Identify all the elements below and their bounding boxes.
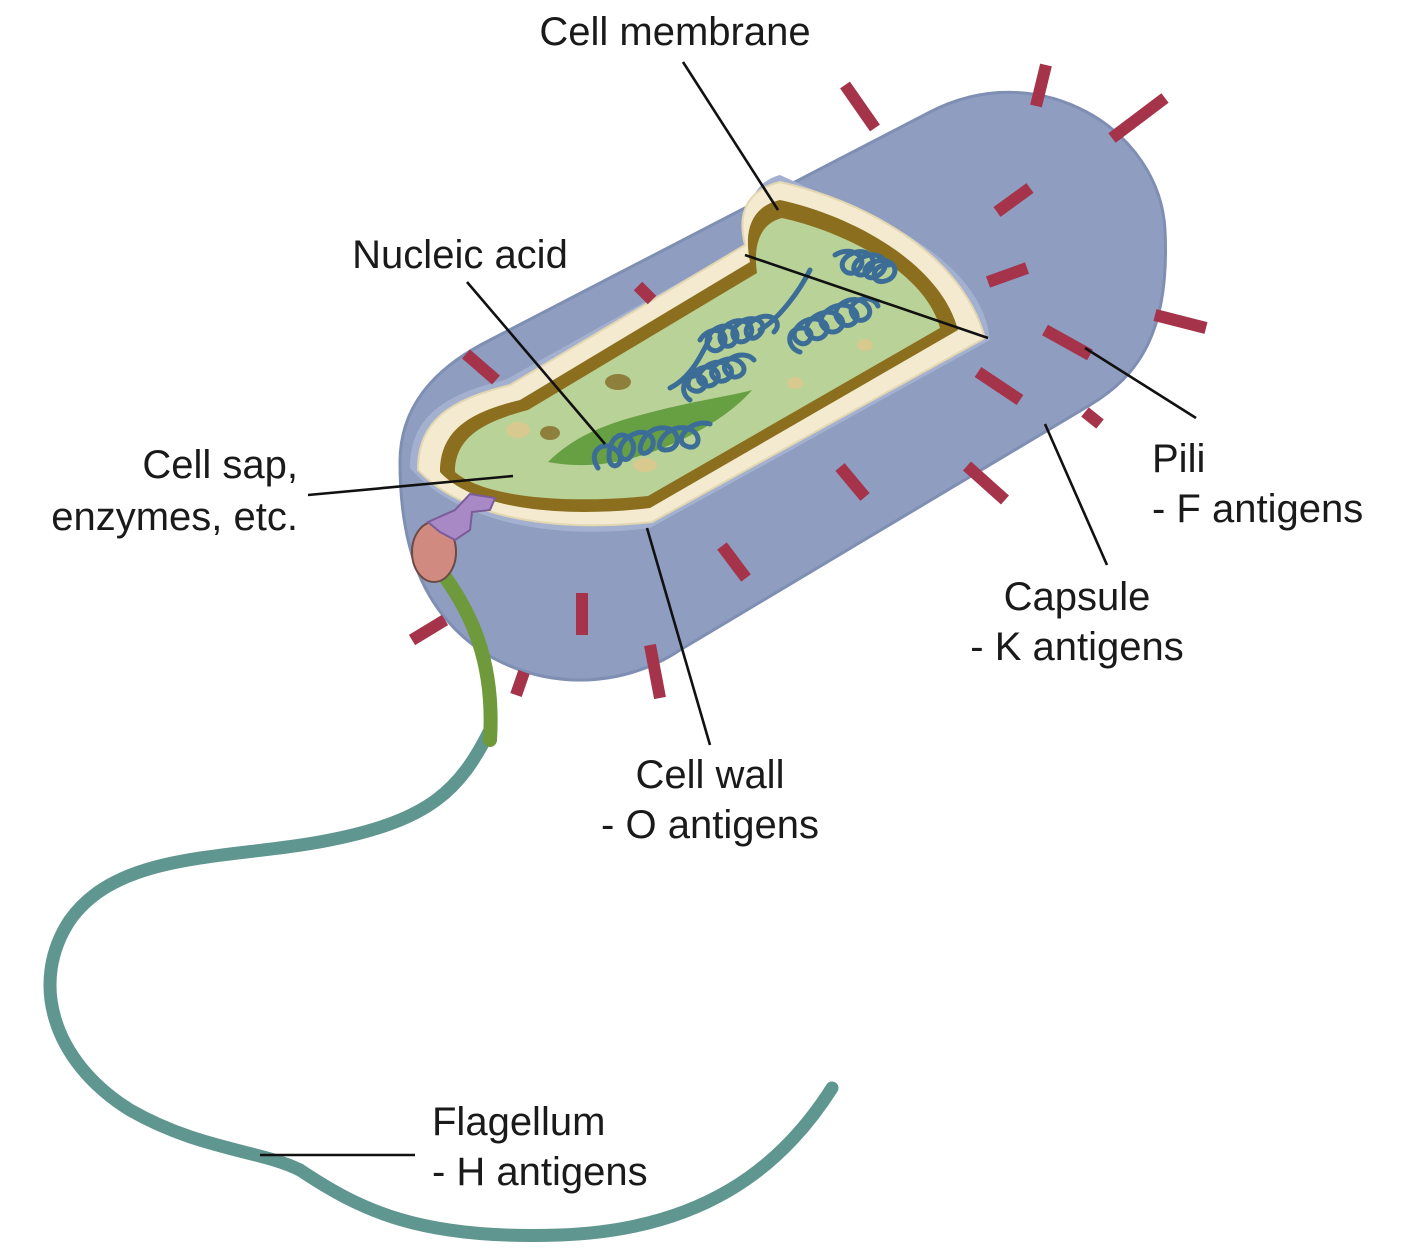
pilus [967, 466, 1005, 500]
label-cell-membrane: Cell membrane [539, 10, 810, 54]
pilus [1085, 412, 1100, 424]
leader-capsule [1045, 424, 1107, 565]
granule [506, 422, 530, 438]
label-cell-wall-line1: Cell wall [636, 753, 785, 797]
label-pili-line1: Pili [1152, 437, 1205, 481]
label-flagellum-line1: Flagellum [432, 1100, 605, 1144]
granule [633, 458, 657, 472]
label-pili-line2: - F antigens [1152, 487, 1363, 531]
pilus [1112, 98, 1165, 138]
label-capsule-line2: - K antigens [970, 625, 1183, 669]
pilus [412, 620, 445, 640]
granule [605, 374, 631, 390]
label-cell-sap-line2: enzymes, etc. [51, 495, 298, 539]
granule [857, 339, 873, 351]
leader-cell-membrane [683, 62, 778, 210]
label-nucleic-acid: Nucleic acid [352, 233, 568, 277]
label-capsule-line1: Capsule [1004, 575, 1151, 619]
label-cell-sap-line1: Cell sap, [142, 443, 298, 487]
label-flagellum-line2: - H antigens [432, 1150, 648, 1194]
pilus [845, 85, 875, 128]
pilus [1155, 315, 1206, 328]
granule [540, 426, 560, 440]
pilus [516, 672, 524, 695]
label-cell-wall-line2: - O antigens [601, 803, 819, 847]
granule [787, 377, 803, 389]
